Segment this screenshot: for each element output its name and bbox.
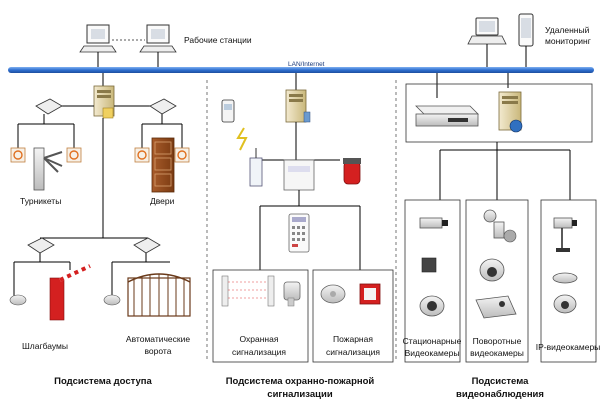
controller-icon (133, 237, 161, 254)
gsm-module-icon (249, 148, 263, 187)
fire-alarm-box (312, 269, 394, 363)
card-reader-icon (174, 147, 190, 163)
card-reader-icon (66, 147, 82, 163)
video-server-icon (498, 91, 523, 133)
card-reader-icon (134, 147, 150, 163)
card-reader-icon (10, 147, 26, 163)
fire-alarm-label-1: Пожарная (333, 334, 373, 344)
bus-label: LAN/Internet (288, 61, 325, 68)
turnstiles-label: Турникеты (20, 196, 61, 206)
doors-label: Двери (150, 196, 175, 206)
alarm-server-icon (285, 89, 311, 123)
ptz-controller-icon (475, 295, 517, 319)
fire-alarm-label-2: сигнализация (326, 347, 380, 357)
controller-icon (35, 98, 63, 115)
stationary-cams-label-1: Стационарные (403, 336, 462, 346)
stationary-cams-label-2: Видеокамеры (405, 348, 460, 358)
controller-icon (27, 237, 55, 254)
lan-bus (8, 67, 594, 73)
alarm-panel-icon (283, 159, 315, 191)
vehicle-reader-icon (9, 294, 27, 306)
gsm-phone-icon (221, 99, 235, 123)
security-alarm-box (212, 269, 309, 363)
dome-camera-icon (419, 295, 445, 317)
ip-cams-label: IP-видеокамеры (536, 342, 600, 352)
ptz-cams-label-2: видеокамеры (470, 348, 524, 358)
stationary-cams-box (404, 199, 461, 363)
security-alarm-label-1: Охранная (240, 334, 279, 344)
ip-dome-camera-icon (553, 294, 577, 314)
ip-cams-box (540, 199, 597, 363)
auto-gates-icon (127, 273, 191, 317)
dvr-icon (415, 105, 479, 127)
access-server-icon (93, 85, 115, 119)
ptz-camera-icon (483, 209, 517, 243)
dome-camera-icon (421, 257, 437, 273)
auto-gates-label-1: Автоматические (126, 334, 190, 344)
remote-monitoring-label-1: Удаленный (545, 25, 590, 35)
laptop-icon (467, 17, 507, 45)
door-icon (151, 137, 175, 193)
smartphone-icon (518, 13, 534, 47)
keypad-icon (288, 213, 310, 253)
speed-dome-icon (479, 258, 505, 282)
security-alarm-label-2: сигнализация (232, 347, 286, 357)
motion-sensor-icon (283, 281, 301, 307)
video-subsystem-caption-1: Подсистема (472, 376, 530, 387)
controller-icon (149, 98, 177, 115)
vehicle-reader-icon (103, 294, 121, 306)
remote-monitoring-label-2: мониторинг (545, 36, 591, 46)
ir-beam-sensor-icon (221, 275, 275, 307)
barrier-icon (49, 264, 91, 321)
workstations-label: Рабочие станции (184, 35, 252, 45)
ptz-cams-box (465, 199, 529, 363)
ip-camera-icon (553, 217, 577, 252)
video-equipment-box (405, 83, 593, 143)
workstation-1 (79, 24, 117, 53)
alarm-subsystem-caption-2: сигнализации (267, 389, 333, 400)
video-subsystem-caption-2: видеонаблюдения (456, 389, 544, 400)
workstation-2 (139, 24, 177, 53)
fire-call-point-icon (359, 283, 381, 305)
barriers-label: Шлагбаумы (22, 341, 68, 351)
smoke-detector-icon (320, 284, 346, 304)
access-subsystem-caption: Подсистема доступа (54, 376, 152, 387)
turnstile-icon (33, 147, 63, 191)
ip-dome-camera-icon (552, 272, 578, 284)
wireless-signal-icon (236, 127, 248, 151)
ptz-cams-label-1: Поворотные (473, 336, 522, 346)
alarm-subsystem-caption-1: Подсистема охранно-пожарной (226, 376, 375, 387)
siren-icon (343, 158, 361, 185)
auto-gates-label-2: ворота (145, 346, 172, 356)
box-camera-icon (419, 217, 448, 229)
